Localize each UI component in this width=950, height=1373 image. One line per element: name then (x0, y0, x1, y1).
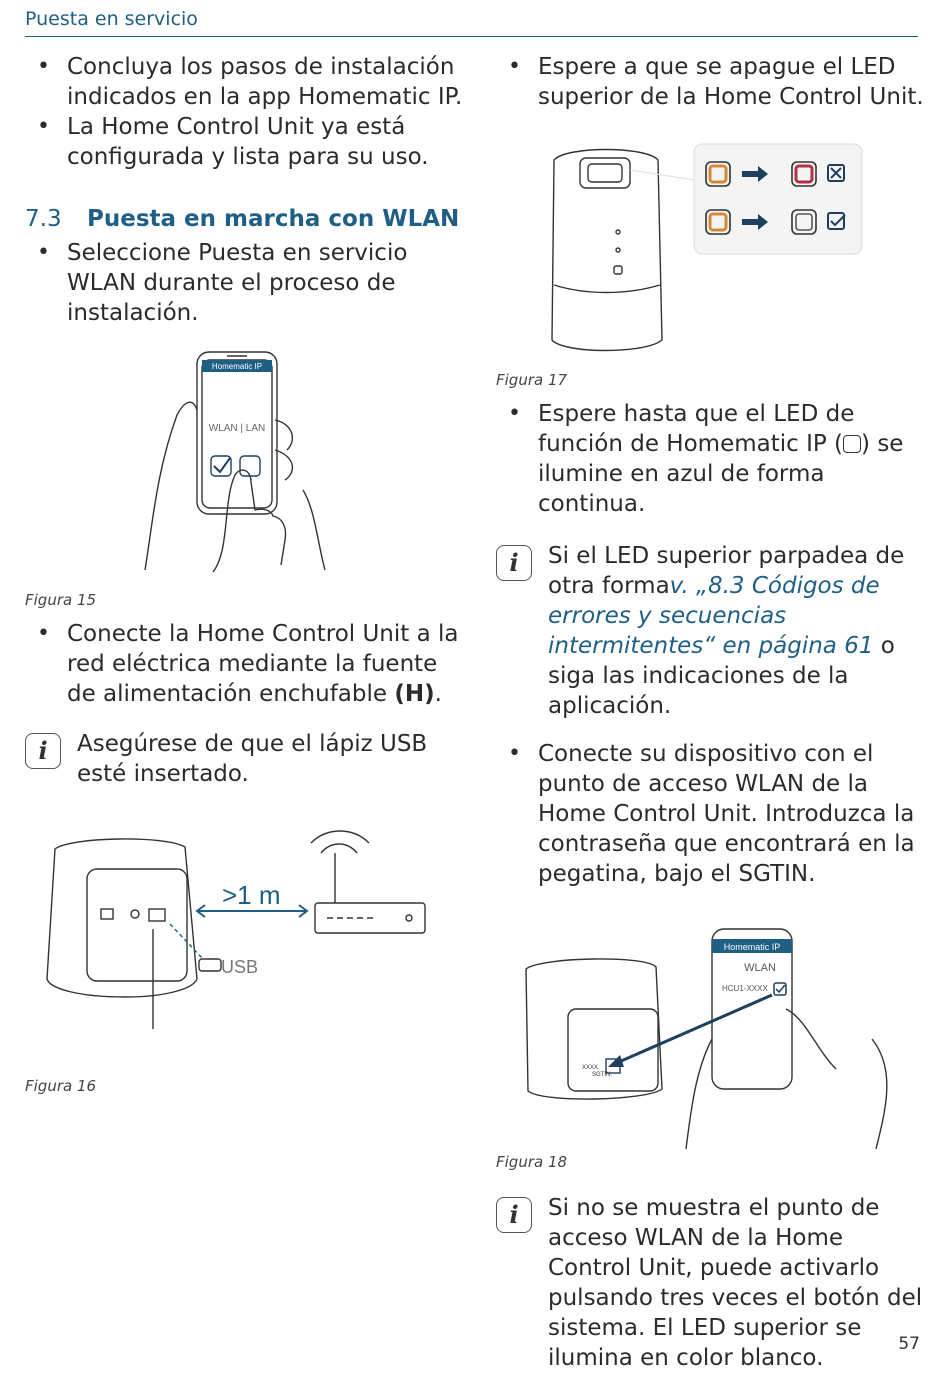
info-icon: i (496, 1197, 532, 1233)
figure-15-phone-illustration: Homematic IP WLAN | LAN (144, 351, 326, 573)
figure-15-caption: Figura 15 (25, 591, 97, 609)
header-rule (25, 36, 918, 37)
section-number: 7.3 (25, 206, 62, 232)
led-note: i Si el LED superior parpadea de otra fo… (496, 541, 926, 721)
bullet-text: Espere hasta que el LED de función de Ho… (538, 401, 855, 457)
wlan-note: i Si no se muestra el punto de acceso WL… (496, 1193, 926, 1373)
figure-18-wlan-illustration: Homematic IP WLAN HCU1-XXXX SGTIN: XXXX (525, 928, 888, 1149)
bullet-text: ) se ilumine en azul de forma continua. (538, 431, 904, 517)
running-header: Puesta en servicio (25, 8, 198, 30)
led-bullets: Espere hasta que el LED de función de Ho… (496, 399, 926, 519)
figure18-wlan-label: WLAN (744, 962, 776, 974)
cross-reference-link[interactable]: v. „8.3 Códigos de errores y secuencias … (548, 573, 880, 659)
section-heading: 7.3 Puesta en marcha con WLAN (25, 206, 465, 232)
bullet-item: La Home Control Unit ya está configurada… (25, 112, 465, 172)
led-note-text: Si el LED superior parpadea de otra form… (548, 543, 905, 599)
figure-17-led-illustration (551, 143, 863, 352)
wait-bullets: Espere a que se apague el LED superior d… (496, 52, 926, 112)
bullet-item: Conecte la Home Control Unit a la red el… (25, 619, 465, 709)
section-title: Puesta en marcha con WLAN (87, 206, 460, 232)
homematic-led-icon (843, 435, 862, 453)
figure18-sgtin: SGTIN: (592, 1072, 612, 1078)
usb-note: i Asegúrese de que el lápiz USB esté ins… (25, 729, 465, 789)
bullet-text: Conecte la Home Control Unit a la red el… (67, 621, 459, 707)
intro-bullets: Concluya los pasos de instalación indica… (25, 52, 465, 172)
connect-bullets: Conecte su dispositivo con el punto de a… (496, 739, 926, 889)
figure-18-caption: Figura 18 (496, 1153, 568, 1171)
page-number: 57 (898, 1334, 920, 1354)
bullet-item: Concluya los pasos de instalación indica… (25, 52, 465, 112)
figure-16-connection-illustration: >1 m USB (46, 830, 426, 1029)
led-note-text-end: o siga las indicaciones de la aplicación… (548, 633, 895, 719)
figure18-xxxx: XXXX (582, 1065, 598, 1071)
bullet-bold: (H) (394, 681, 435, 707)
power-bullets: Conecte la Home Control Unit a la red el… (25, 619, 465, 709)
figure-17-caption: Figura 17 (496, 371, 568, 389)
wlan-note-text: Si no se muestra el punto de acceso WLAN… (548, 1195, 923, 1371)
left-column: Concluya los pasos de instalación indica… (25, 52, 465, 1105)
bullet-item: Espere a que se apague el LED superior d… (496, 52, 926, 112)
usb-note-text: Asegúrese de que el lápiz USB esté inser… (77, 731, 428, 787)
figure-16-caption: Figura 16 (25, 1077, 97, 1095)
section-bullets: Seleccione Puesta en servicio WLAN duran… (25, 238, 465, 328)
info-icon: i (25, 733, 61, 769)
figure15-app-title: Homematic IP (212, 362, 262, 371)
bullet-item: Conecte su dispositivo con el punto de a… (496, 739, 926, 889)
figure15-option-label: WLAN | LAN (209, 423, 266, 434)
bullet-item: Seleccione Puesta en servicio WLAN duran… (25, 238, 465, 328)
info-icon: i (496, 545, 532, 581)
right-column: Espere a que se apague el LED superior d… (496, 52, 926, 1373)
bullet-item: Espere hasta que el LED de función de Ho… (496, 399, 926, 519)
distance-label: >1 m (222, 880, 281, 910)
figure18-network: HCU1-XXXX (722, 984, 768, 993)
bullet-end: . (434, 681, 442, 707)
usb-label: USB (221, 957, 258, 977)
figure18-app-title: Homematic IP (724, 942, 781, 952)
